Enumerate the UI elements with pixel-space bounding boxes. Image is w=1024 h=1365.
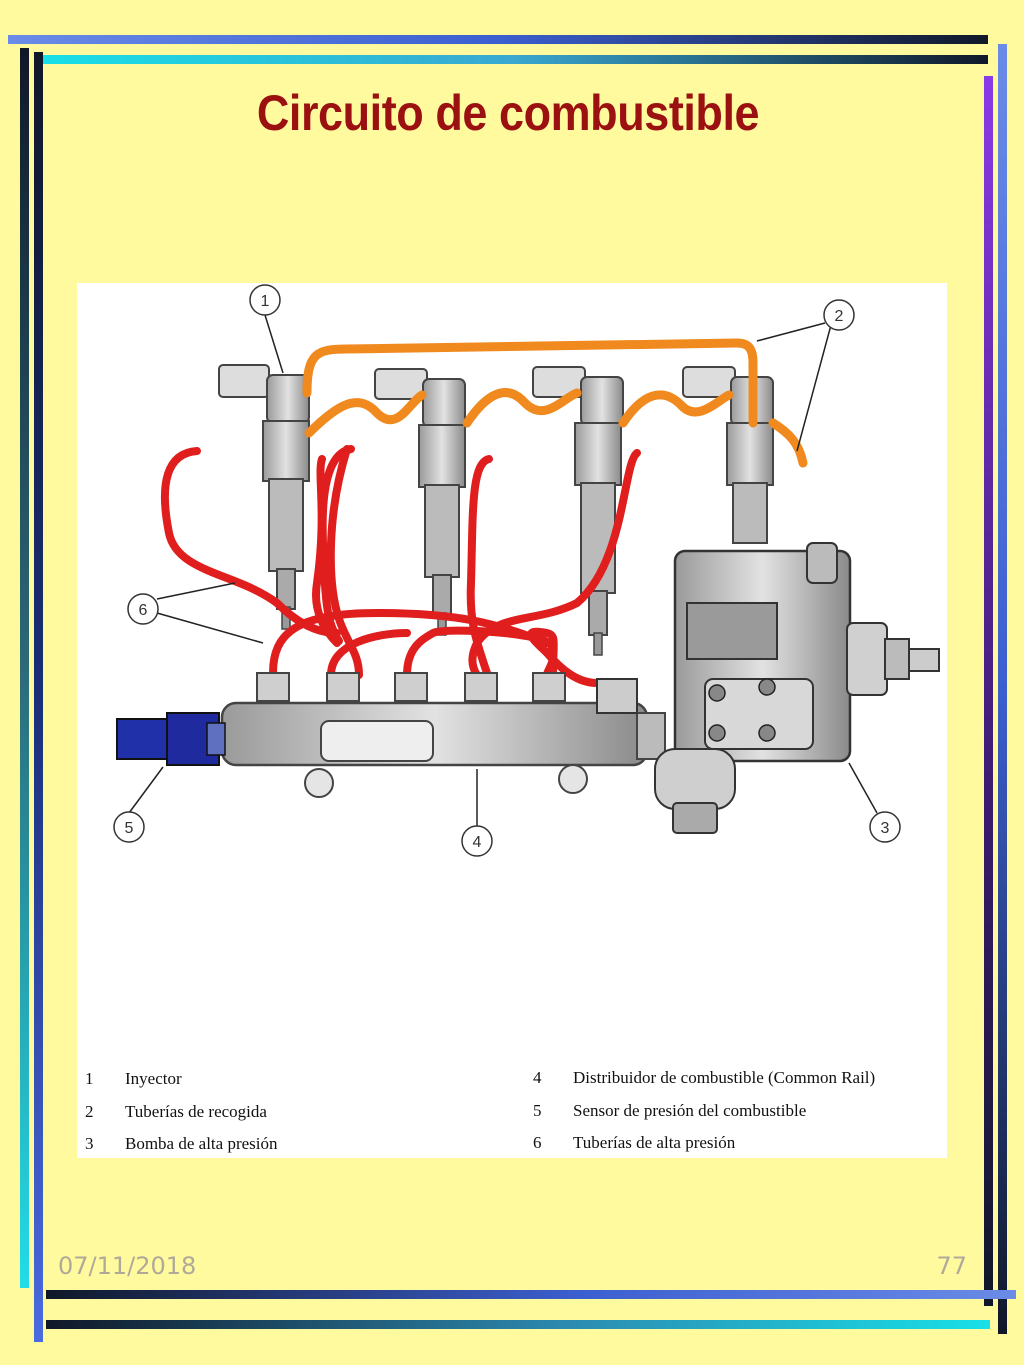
slide-page-number: 77 bbox=[936, 1252, 967, 1280]
frame-bar-bottom-2 bbox=[46, 1320, 990, 1329]
frame-bar-top-2 bbox=[34, 55, 988, 64]
frame-bar-top-1 bbox=[8, 35, 988, 44]
common-rail bbox=[220, 701, 666, 798]
leader-lines bbox=[128, 314, 878, 829]
return-pipes bbox=[302, 338, 808, 468]
high-pressure-pipes bbox=[160, 445, 641, 687]
callout-6: 6 bbox=[127, 593, 159, 625]
frame-bar-bottom-1 bbox=[46, 1290, 1016, 1299]
legend-label: Distribuidor de combustible (Common Rail… bbox=[573, 1068, 876, 1087]
injector-1 bbox=[218, 364, 310, 630]
pressure-sensor bbox=[116, 712, 226, 766]
legend-num: 4 bbox=[533, 1068, 542, 1087]
legend-num: 1 bbox=[85, 1069, 94, 1088]
svg-text:2: 2 bbox=[835, 308, 844, 325]
svg-text:6: 6 bbox=[139, 602, 148, 619]
svg-text:5: 5 bbox=[125, 820, 134, 837]
legend-num: 2 bbox=[85, 1102, 94, 1121]
legend-num: 3 bbox=[85, 1134, 94, 1153]
svg-text:4: 4 bbox=[473, 834, 482, 851]
legend-label: Tuberías de recogida bbox=[125, 1102, 267, 1121]
slide-title: Circuito de combustible bbox=[256, 85, 760, 141]
injector-3 bbox=[532, 366, 624, 656]
legend-num: 6 bbox=[533, 1133, 542, 1152]
svg-text:3: 3 bbox=[881, 820, 890, 837]
injector-4 bbox=[682, 366, 774, 544]
high-pressure-pump bbox=[596, 542, 940, 834]
legend-label: Inyector bbox=[125, 1069, 182, 1088]
callout-1: 1 bbox=[249, 284, 281, 316]
legend-label: Sensor de presión del combustible bbox=[573, 1101, 807, 1120]
svg-text:1: 1 bbox=[261, 293, 270, 310]
legend-num: 5 bbox=[533, 1101, 542, 1120]
frame-bar-left-1 bbox=[20, 48, 29, 1288]
frame-bar-right-1 bbox=[984, 76, 993, 1306]
frame-bar-left-2 bbox=[34, 52, 43, 1342]
frame-bar-right-2 bbox=[998, 44, 1007, 1334]
callout-3: 3 bbox=[869, 811, 901, 843]
diagram-legend: 1 Inyector 2 Tuberías de recogida 3 Bomb… bbox=[77, 1053, 947, 1153]
slide-date: 07/11/2018 bbox=[58, 1252, 197, 1280]
legend-label: Tuberías de alta presión bbox=[573, 1133, 736, 1152]
injector-2 bbox=[374, 368, 466, 636]
fuel-circuit-figure: 1 2 3 4 5 6 1 Inyector 2 Tuberías bbox=[77, 283, 947, 1158]
callout-4: 4 bbox=[461, 825, 493, 857]
callout-2: 2 bbox=[823, 299, 855, 331]
legend-label: Bomba de alta presión bbox=[125, 1134, 278, 1153]
fuel-circuit-diagram: 1 2 3 4 5 6 bbox=[113, 284, 940, 857]
callout-5: 5 bbox=[113, 811, 145, 843]
